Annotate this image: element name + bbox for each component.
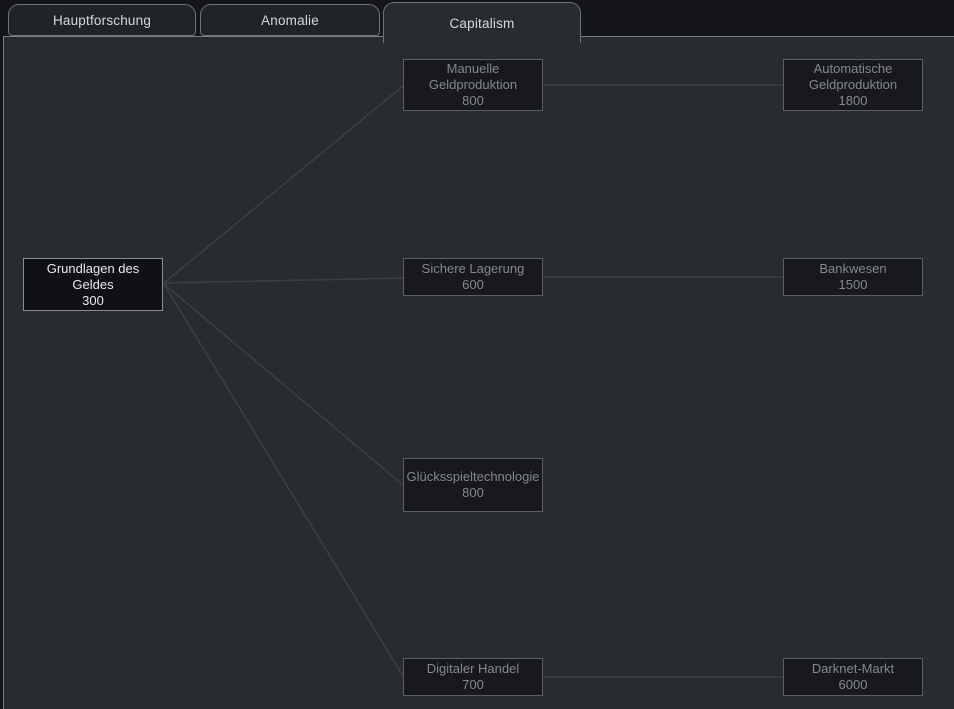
- research-node-sichere-lagerung[interactable]: Sichere Lagerung 600: [403, 258, 543, 296]
- research-node-digitaler-handel[interactable]: Digitaler Handel 700: [403, 658, 543, 696]
- node-title: Bankwesen: [819, 261, 887, 276]
- research-tree-panel: [3, 36, 954, 709]
- node-title: Sichere Lagerung: [421, 261, 525, 276]
- node-cost: 600: [462, 277, 484, 292]
- node-title: Manuelle Geldproduktion: [428, 61, 518, 92]
- tab-capitalism-label: Capitalism: [449, 15, 515, 31]
- node-cost: 1500: [838, 277, 868, 292]
- research-node-gluecksspieltechnologie[interactable]: Glücksspieltechnologie 800: [403, 458, 543, 512]
- tab-anomalie[interactable]: Anomalie: [200, 4, 380, 36]
- tab-hauptforschung-label: Hauptforschung: [52, 12, 152, 28]
- research-node-bankwesen[interactable]: Bankwesen 1500: [783, 258, 923, 296]
- tab-anomalie-label: Anomalie: [261, 12, 319, 28]
- node-cost: 300: [82, 292, 104, 308]
- node-title: Glücksspieltechnologie: [406, 469, 540, 484]
- node-cost: 800: [462, 485, 484, 500]
- research-node-automatische-geldproduktion[interactable]: Automatische Geldproduktion 1800: [783, 59, 923, 111]
- node-title: Digitaler Handel: [426, 661, 520, 676]
- research-node-darknet-markt[interactable]: Darknet-Markt 6000: [783, 658, 923, 696]
- node-title: Automatische Geldproduktion: [808, 61, 898, 92]
- research-node-grundlagen-des-geldes[interactable]: Grundlagen des Geldes 300: [23, 258, 163, 311]
- research-node-manuelle-geldproduktion[interactable]: Manuelle Geldproduktion 800: [403, 59, 543, 111]
- node-title: Grundlagen des Geldes: [46, 260, 140, 292]
- node-title: Darknet-Markt: [811, 661, 895, 676]
- tab-capitalism[interactable]: Capitalism: [383, 2, 581, 43]
- node-cost: 800: [462, 93, 484, 108]
- node-cost: 6000: [838, 677, 868, 692]
- tab-hauptforschung[interactable]: Hauptforschung: [8, 4, 196, 36]
- node-cost: 700: [462, 677, 484, 692]
- node-cost: 1800: [838, 93, 868, 108]
